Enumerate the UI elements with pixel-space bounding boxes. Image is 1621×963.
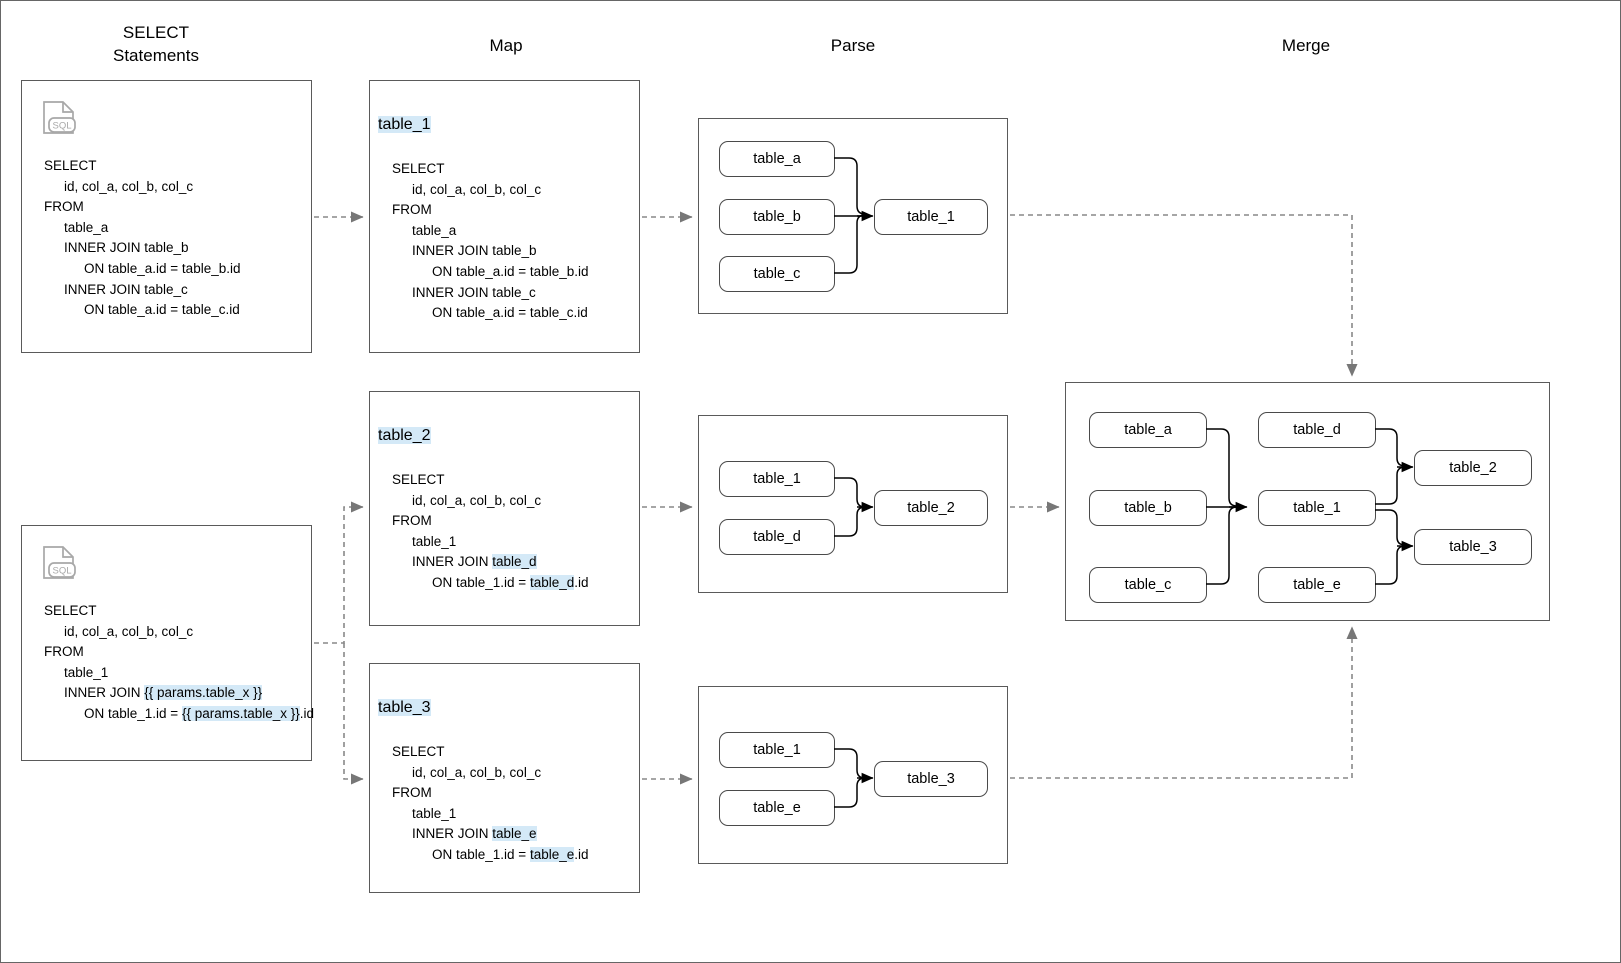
sql-line: id, col_a, col_b, col_c [412,764,542,780]
merge-node-table_1[interactable]: table_1 [1258,490,1376,526]
parse-node-table_c[interactable]: table_c [719,256,835,292]
svg-text:SQL: SQL [52,566,71,577]
column-header-map: Map [489,36,523,55]
sql-line: id, col_a, col_b, col_c [412,181,542,197]
merge-node-table_c[interactable]: table_c [1089,567,1207,603]
sql-line: FROM [392,513,432,529]
map-box-title: table_3 [378,699,431,716]
arrow-select2-to-map2-map3 [314,501,364,785]
sql-line: FROM [392,785,432,801]
sql-line: SELECT [392,161,445,176]
map-box-title: table_1 [378,116,431,133]
sql-line: table_1 [64,664,109,680]
sql-line: ON table_a.id = table_c.id [432,305,588,321]
sql-line: table_1 [412,533,457,549]
sql-line: FROM [44,199,84,215]
sql-file-icon: SQL [42,545,76,585]
map-box-title: table_2 [378,427,431,444]
column-header-parse: Parse [830,36,876,55]
sql-line: INNER JOIN table_c [412,284,536,300]
merge-node-table_2[interactable]: table_2 [1414,450,1532,486]
sql-line: INNER JOIN {{ params.table_x }} [64,685,263,701]
merge-node-table_d[interactable]: table_d [1258,412,1376,448]
parse-node-table_a[interactable]: table_a [719,141,835,177]
sql-line: SELECT [392,472,445,487]
merge-node-table_3[interactable]: table_3 [1414,529,1532,565]
svg-text:SQL: SQL [52,121,71,132]
parse-box-3[interactable]: table_1 table_e table_3 [698,686,1008,864]
sql-line: ON table_a.id = table_b.id [432,263,589,279]
sql-line: INNER JOIN table_d [412,554,537,570]
sql-line: id, col_a, col_b, col_c [64,178,194,194]
sql-line: id, col_a, col_b, col_c [412,492,542,508]
sql-highlight-token: table_e [492,826,537,842]
sql-line: INNER JOIN table_e [412,826,537,842]
parse-node-table_1[interactable]: table_1 [874,199,988,235]
sql-line: ON table_a.id = table_c.id [84,302,240,318]
merge-node-table_b[interactable]: table_b [1089,490,1207,526]
parse-box-2[interactable]: table_1 table_d table_2 [698,415,1008,593]
merge-node-table_a[interactable]: table_a [1089,412,1207,448]
parse-node-table_e[interactable]: table_e [719,790,835,826]
sql-line: SELECT [44,158,97,173]
parse-node-table_d[interactable]: table_d [719,519,835,555]
parse-node-table_b[interactable]: table_b [719,199,835,235]
sql-line: ON table_a.id = table_b.id [84,260,241,276]
sql-highlight-token: {{ params.table_x }} [144,685,263,701]
parse-node-table_1[interactable]: table_1 [719,732,835,768]
parse-node-table_3[interactable]: table_3 [874,761,988,797]
sql-line: FROM [392,202,432,218]
sql-line: table_a [412,222,457,238]
sql-line: table_a [64,219,109,235]
sql-line: INNER JOIN table_b [412,243,537,259]
sql-highlight-token: table_d [492,554,537,570]
sql-line: FROM [44,644,84,660]
sql-highlight-token: {{ params.table_x }} [181,705,300,721]
arrow-parse1-to-merge [1010,214,1358,377]
sql-highlight-token: table_d [529,574,575,590]
arrow-parse3-to-merge [1010,626,1358,779]
parse-box-1[interactable]: table_a table_b table_c table_1 [698,118,1008,314]
parse-node-table_2[interactable]: table_2 [874,490,988,526]
column-header-select: SELECT Statements [113,23,199,65]
sql-line: ON table_1.id = table_e.id [432,846,589,862]
sql-line: SELECT [392,744,445,759]
sql-line: id, col_a, col_b, col_c [64,623,194,639]
sql-file-icon: SQL [42,100,76,140]
merge-box[interactable]: table_a table_b table_c table_d table_1 … [1065,382,1550,621]
sql-line: SELECT [44,603,97,618]
sql-line: ON table_1.id = {{ params.table_x }}.id [84,705,315,721]
sql-line: INNER JOIN table_c [64,281,188,297]
sql-line: INNER JOIN table_b [64,240,189,256]
sql-line: ON table_1.id = table_d.id [432,574,589,590]
merge-node-table_e[interactable]: table_e [1258,567,1376,603]
parse-node-table_1[interactable]: table_1 [719,461,835,497]
column-header-merge: Merge [1281,36,1331,55]
sql-highlight-token: table_e [529,846,575,862]
sql-line: table_1 [412,805,457,821]
